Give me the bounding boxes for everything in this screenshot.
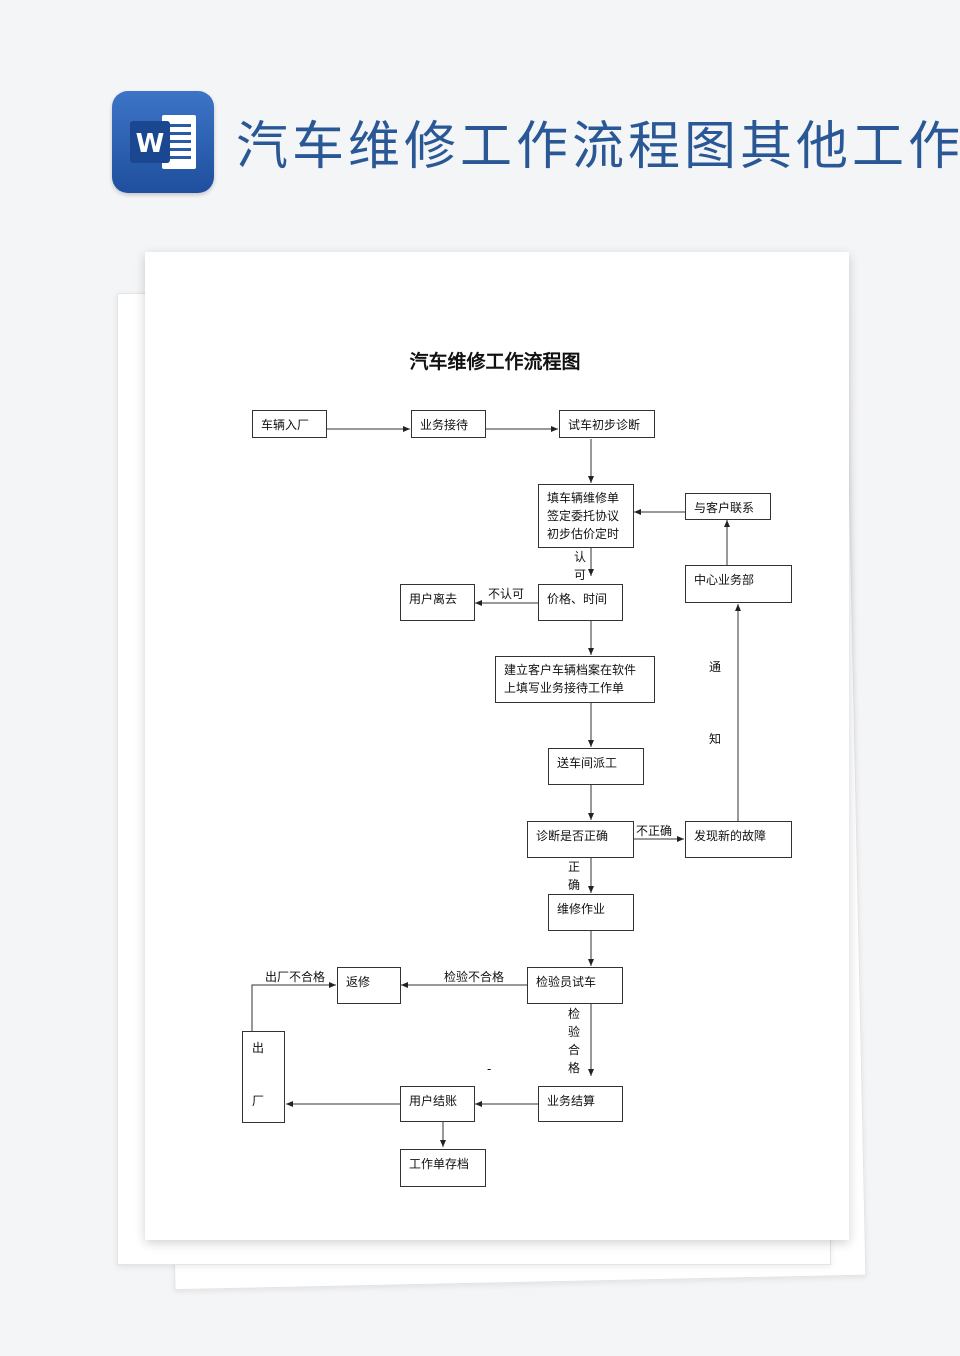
label-not-approve: 不认可 [488, 587, 525, 601]
node-test-drive-diagnosis: 试车初步诊断 [559, 410, 655, 438]
label-notify-2: 知 [709, 732, 722, 746]
label-inspection-fail: 检验不合格 [444, 970, 505, 984]
node-customer-archive: 建立客户车辆档案在软件 上填写业务接待工作单 [495, 656, 655, 703]
node-business-settle: 业务结算 [538, 1086, 623, 1122]
node-archive-form: 工作单存档 [400, 1149, 486, 1187]
word-logo-letter: W [136, 129, 165, 159]
node-new-fault: 发现新的故障 [685, 821, 792, 858]
node-dispatch: 送车间派工 [548, 748, 644, 785]
node-price-time: 价格、时间 [538, 584, 623, 621]
label-exit-fail: 出厂不合格 [265, 970, 326, 984]
node-customer-settle: 用户结账 [400, 1086, 475, 1122]
node-exit-factory: 出 厂 [242, 1031, 285, 1123]
label-dash: - [487, 1062, 492, 1076]
node-diagnosis-check: 诊断是否正确 [527, 821, 634, 858]
label-notify-1: 通 [709, 660, 722, 674]
word-app-icon: W [112, 91, 214, 193]
node-center-dept: 中心业务部 [685, 565, 792, 603]
node-reception: 业务接待 [411, 410, 486, 438]
label-inspection-pass: 检 验 合 格 [568, 1007, 581, 1075]
label-approve: 认 可 [574, 550, 587, 582]
node-vehicle-entry: 车辆入厂 [252, 410, 327, 438]
node-repair-work: 维修作业 [548, 894, 634, 931]
node-contact-customer: 与客户联系 [685, 493, 771, 520]
banner-title: 汽车维修工作流程图其他工作范 [236, 117, 960, 177]
node-rework: 返修 [337, 967, 401, 1004]
node-customer-leave: 用户离去 [400, 584, 475, 621]
document-title: 汽车维修工作流程图 [409, 351, 581, 373]
node-inspector-test: 检验员试车 [527, 967, 623, 1004]
label-incorrect: 不正确 [636, 824, 673, 838]
node-repair-order: 填车辆维修单 签定委托协议 初步估价定时 [538, 484, 634, 548]
label-correct: 正 确 [568, 860, 581, 892]
